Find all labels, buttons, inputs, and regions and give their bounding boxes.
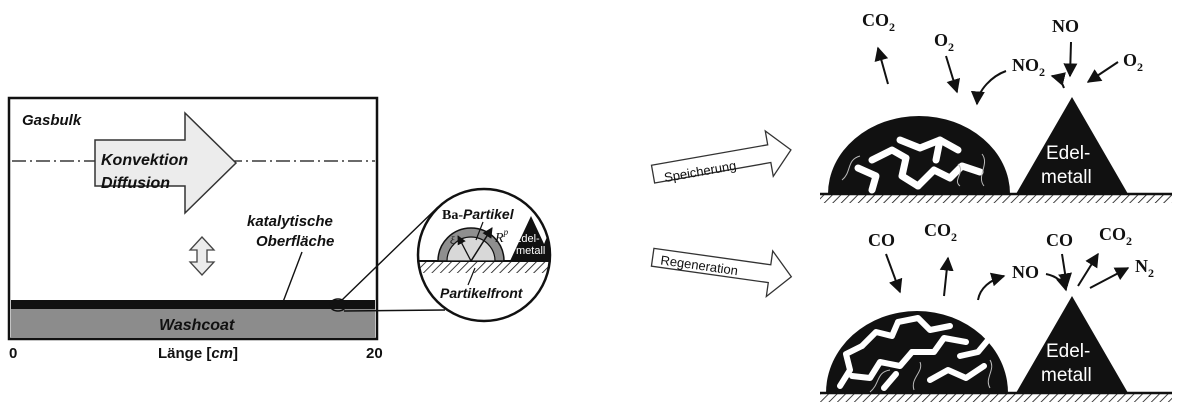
catalytic-surface-layer [11,300,375,309]
storage-noble-line2: metall [1041,167,1092,188]
bottom-co-a-label: CO [868,230,895,250]
zoom-circle [416,187,552,323]
bottom-co-b-arrow [1058,253,1072,288]
gasbulk-label: Gasbulk [22,112,82,129]
exchange-double-arrow-icon [188,236,216,276]
top-no-arrow [1063,41,1078,78]
washcoat-layer [11,309,375,338]
storage-pores [854,136,984,194]
top-o2-b-label: O2 [1123,50,1143,74]
bottom-n2-label: N2 [1135,256,1154,280]
particle-pointer-line [475,221,484,241]
top-no2-release-arrow [1050,72,1066,89]
zoom-connector-top [341,206,439,301]
top-o2-a-arrow [945,55,961,94]
radius-label: Rp [494,227,509,246]
bottom-co2-a-label: CO2 [924,220,957,244]
bottom-no-arrow [977,272,1006,301]
top-co2-arrow [874,46,889,85]
regeneration-noble-line2: metall [1041,365,1092,386]
bottom-co-b-label: CO [1046,230,1073,250]
top-no2-arrow [970,70,1007,106]
convection-arrow-icon [94,111,238,215]
regeneration-noble-line1: Edel- [1046,341,1090,362]
convection-label: Konvektion [101,152,188,169]
bottom-co2-b-arrow [1077,252,1099,287]
top-no-label: NO [1052,16,1079,36]
storage-arrow-icon [650,129,792,184]
regeneration-arrow-icon [650,247,793,298]
storage-noble-metal [1016,97,1128,194]
top-o2-a-label: O2 [934,30,954,54]
top-o2-b-arrow [1086,61,1119,83]
particle-front-label: Partikelfront [440,285,524,301]
bottom-n2-arrow [1089,267,1130,289]
bottom-no-label: NO [1012,262,1039,282]
top-co2-label: CO2 [862,10,895,34]
noble-metal-small [510,216,550,261]
bottom-no-to-metal-arrow [1045,273,1070,292]
ba-particle-label: Ba-Partikel [442,206,515,223]
regeneration-fine-pores [869,359,993,393]
diffusion-label: Diffusion [101,175,170,192]
axis-start-label: 0 [9,345,17,362]
surface-pointer-line [282,251,303,303]
zoom-spot [329,298,347,312]
zoom-connector-bottom [343,309,446,312]
top-no2-label: NO2 [1012,55,1045,79]
noble-metal-small-line1: Edel- [514,233,540,245]
axis-end-label: 20 [366,345,383,362]
surface-label-line2: Oberfläche [256,233,334,250]
bottom-co2-b-label: CO2 [1099,224,1132,248]
front-pointer-line [467,267,476,286]
regeneration-pores [837,315,991,391]
storage-scene [820,97,1172,203]
bottom-co-a-arrow [885,253,903,294]
bottom-co2-a-arrow [939,256,954,297]
surface-label-line1: katalytische [247,213,333,230]
regeneration-scene [820,296,1172,402]
storage-fine-pores [841,153,986,187]
storage-noble-line1: Edel- [1046,143,1090,164]
washcoat-label: Washcoat [159,317,235,334]
xi-label: ξ [450,235,455,247]
axis-length-label: Länge [cm] [158,345,238,362]
noble-metal-small-line2: metall [516,245,545,257]
regeneration-noble-metal [1016,296,1128,393]
